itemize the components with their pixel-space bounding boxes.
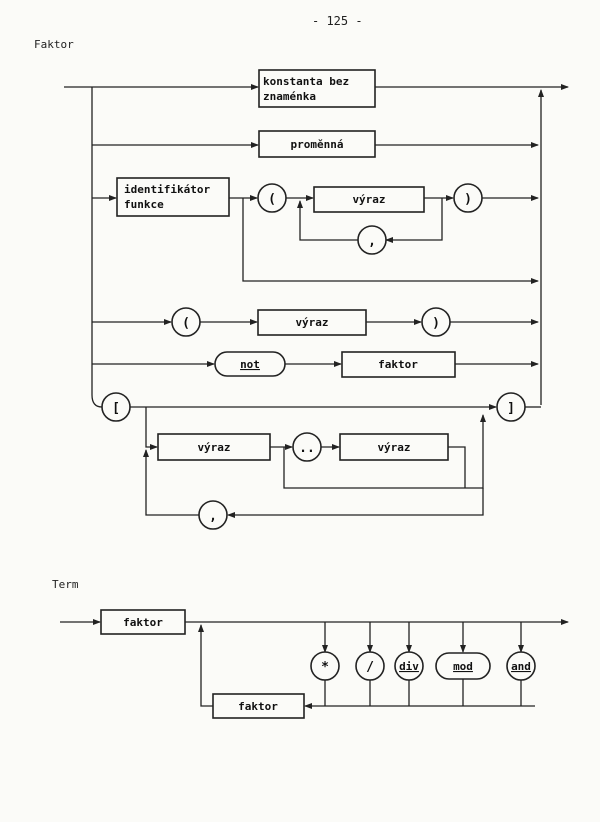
box-identifikator-funkce — [116, 177, 230, 217]
term-title: Term — [52, 578, 79, 591]
box-vyraz-args — [313, 186, 425, 213]
element-comma-in — [227, 488, 484, 518]
not-symbol: not — [240, 358, 260, 371]
ident-bypass — [242, 198, 539, 284]
faktor-not-label: faktor — [378, 358, 418, 371]
vyraz-elem1-label: výraz — [197, 441, 230, 454]
ident-label-line2: funkce — [124, 198, 164, 211]
term-loop-up — [198, 624, 213, 707]
term-faktor-first-label: faktor — [123, 616, 163, 629]
faktor-left-rail-curve — [91, 394, 103, 408]
vyraz-elem2-label: výraz — [377, 441, 410, 454]
box-vyraz-paren — [257, 309, 367, 336]
box-term-faktor-first — [100, 609, 186, 635]
element-comma-back — [143, 449, 199, 516]
element-up — [465, 414, 486, 489]
term-faktor-loop-label: faktor — [238, 700, 278, 713]
vyraz-paren-label: výraz — [295, 316, 328, 329]
promenna-label: proměnná — [291, 138, 344, 151]
comma-elem-symbol: , — [209, 509, 217, 524]
op-star-symbol: * — [321, 660, 329, 675]
op-mod-symbol: mod — [453, 660, 473, 673]
term-diagram: faktor * / div mod and — [60, 609, 569, 719]
faktor-title: Faktor — [34, 38, 74, 51]
range-bypass — [283, 447, 465, 489]
elem2-out — [448, 446, 466, 488]
op-div-symbol: div — [399, 660, 419, 673]
lparen2-symbol: ( — [182, 316, 190, 331]
konstanta-label-line1: konstanta bez — [263, 75, 349, 88]
rparen2-symbol: ) — [432, 316, 440, 331]
ident-label-line1: identifikátor — [124, 183, 210, 196]
op-slash-symbol: / — [366, 660, 374, 675]
faktor-diagram: konstanta bez znaménka proměnná identifi… — [64, 69, 569, 530]
konstanta-label-line2: znaménka — [263, 90, 316, 103]
rparen-symbol: ) — [464, 192, 472, 207]
lbracket-symbol: [ — [112, 401, 120, 416]
box-vyraz-elem1 — [157, 433, 271, 461]
comma-args-symbol: , — [368, 234, 376, 249]
box-promenna — [258, 130, 376, 158]
vyraz-args-label: výraz — [352, 193, 385, 206]
box-konstanta-bez-znamenka — [258, 69, 376, 108]
comma-loop-in — [385, 198, 443, 243]
rbracket-symbol: ] — [507, 401, 515, 416]
box-vyraz-elem2 — [339, 433, 449, 461]
box-term-faktor-loop — [212, 693, 305, 719]
comma-loop-back — [297, 200, 358, 241]
element-in — [145, 407, 158, 450]
lparen-symbol: ( — [268, 192, 276, 207]
range-symbol: .. — [299, 441, 315, 456]
op-and-symbol: and — [511, 660, 531, 673]
page-number: - 125 - — [312, 14, 363, 28]
